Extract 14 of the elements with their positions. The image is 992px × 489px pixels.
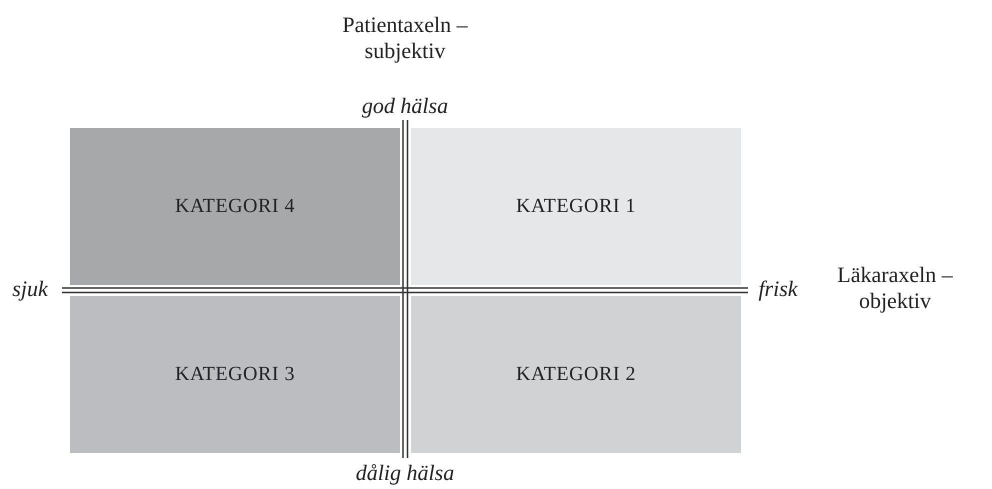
quadrant-box (411, 296, 741, 453)
axis-end-label: god hälsa (360, 93, 450, 119)
quadrant-label: KATEGORI 3 (175, 363, 295, 386)
quadrant-box (411, 128, 741, 285)
axis-title: Läkaraxeln – objektiv (836, 262, 954, 314)
quadrant-box (70, 128, 400, 285)
quadrant-label: KATEGORI 1 (516, 195, 636, 218)
axis-end-label: sjuk (11, 276, 49, 302)
axis-title: Patientaxeln – subjektiv (341, 12, 469, 64)
quadrant-label: KATEGORI 2 (516, 363, 636, 386)
axis-end-label: frisk (757, 276, 799, 302)
quadrant-box (70, 296, 400, 453)
axis-end-label: dålig hälsa (354, 460, 456, 486)
quadrant-label: KATEGORI 4 (175, 195, 295, 218)
